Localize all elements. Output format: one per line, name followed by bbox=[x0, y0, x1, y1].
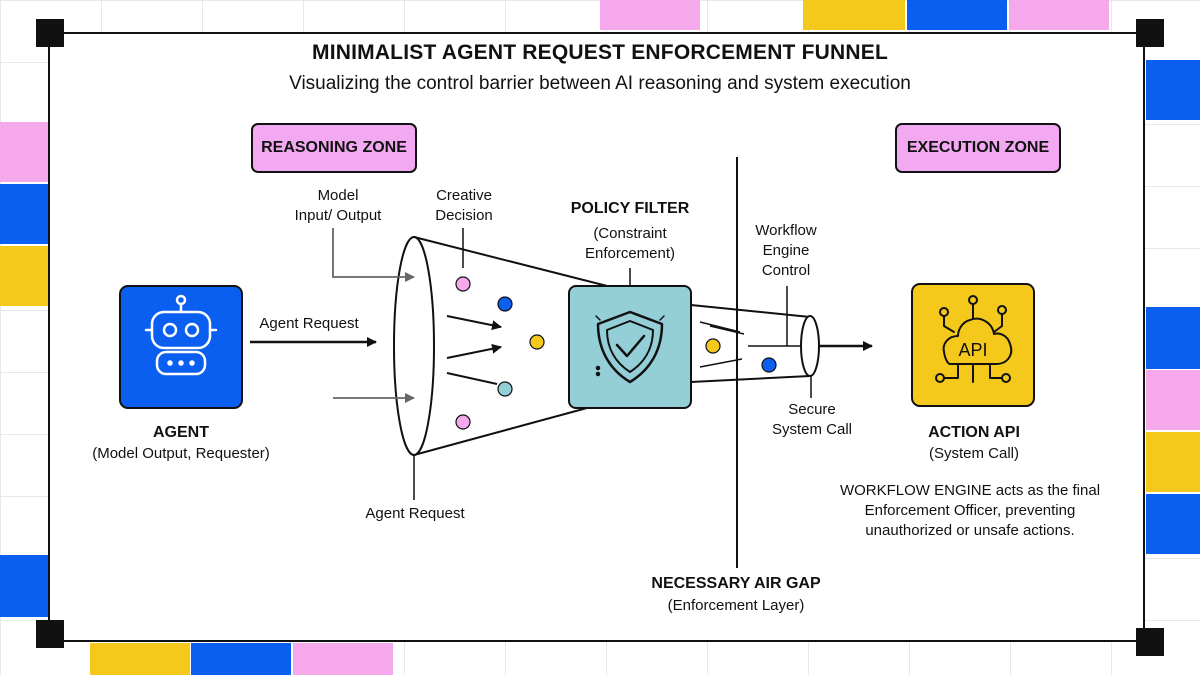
corner-square bbox=[1136, 19, 1164, 47]
page-subtitle: Visualizing the control barrier between … bbox=[289, 73, 911, 94]
bg-tile bbox=[803, 0, 905, 30]
bg-tile bbox=[1009, 0, 1109, 30]
robot-icon bbox=[144, 294, 218, 376]
note-line: unauthorized or unsafe actions. bbox=[865, 522, 1075, 539]
model-io-label: Model Input/ Output bbox=[263, 186, 413, 226]
page-title: MINIMALIST AGENT REQUEST ENFORCEMENT FUN… bbox=[312, 41, 888, 64]
bg-tile bbox=[293, 643, 393, 675]
bg-tile bbox=[0, 122, 48, 182]
bg-tile bbox=[1146, 432, 1200, 492]
action-api-box: API bbox=[911, 283, 1035, 407]
bg-tile bbox=[0, 246, 48, 306]
particle-yellow bbox=[705, 338, 721, 354]
policy-filter-box bbox=[568, 268, 692, 409]
corner-square bbox=[36, 620, 64, 648]
workflow-line: Engine bbox=[762, 242, 810, 259]
agent-subtitle: (Model Output, Requester) bbox=[92, 445, 270, 462]
air-gap-subtitle: (Enforcement Layer) bbox=[667, 597, 805, 614]
model-io-line: Model bbox=[317, 187, 359, 204]
particle-blue bbox=[497, 296, 513, 312]
bg-tile bbox=[90, 643, 190, 675]
bg-tile bbox=[1146, 60, 1200, 120]
interior-arrow bbox=[446, 372, 498, 385]
corner-square bbox=[1136, 628, 1164, 656]
agent-request-bottom-label: Agent Request bbox=[365, 505, 465, 522]
api-icon-text: API bbox=[958, 340, 987, 360]
policy-filter-subtitle-line: (Constraint bbox=[593, 225, 667, 242]
particle-teal bbox=[497, 381, 513, 397]
particle-yellow bbox=[529, 334, 545, 350]
bg-tile bbox=[907, 0, 1007, 30]
air-gap-title: NECESSARY AIR GAP bbox=[651, 575, 821, 592]
secure-line: Secure bbox=[788, 401, 836, 418]
secure-system-call-label: Secure System Call bbox=[752, 400, 872, 440]
bg-tile bbox=[1146, 370, 1200, 430]
model-io-line: Input/ Output bbox=[294, 207, 382, 224]
shield-check-icon bbox=[595, 310, 665, 384]
creative-decision-label: Creative Decision bbox=[404, 186, 524, 226]
reasoning-zone-label: REASONING ZONE bbox=[251, 123, 417, 173]
cloud-api-icon bbox=[935, 295, 1013, 383]
particle-blue bbox=[761, 357, 777, 373]
particle-pink bbox=[455, 414, 471, 430]
exit-tube bbox=[690, 304, 820, 383]
particle-pink bbox=[455, 276, 471, 292]
corner-square bbox=[36, 19, 64, 47]
workflow-engine-note: WORKFLOW ENGINE acts as the final Enforc… bbox=[800, 481, 1140, 541]
interior-arrow bbox=[446, 315, 502, 331]
model-io-arrow bbox=[332, 228, 415, 282]
bg-tile bbox=[0, 184, 48, 244]
workflow-engine-control-label: Workflow Engine Control bbox=[731, 221, 841, 281]
bg-tile bbox=[1146, 494, 1200, 554]
agent-request-label: Agent Request bbox=[259, 315, 359, 332]
policy-filter-subtitle: (Constraint Enforcement) bbox=[540, 224, 720, 264]
interior-arrow bbox=[446, 343, 502, 359]
creative-decision-line: Creative bbox=[436, 187, 492, 204]
bg-tile bbox=[1146, 307, 1200, 369]
secure-line: System Call bbox=[771, 421, 853, 438]
workflow-line: Workflow bbox=[755, 222, 817, 239]
policy-filter-title: POLICY FILTER bbox=[570, 200, 690, 217]
workflow-line: Control bbox=[761, 262, 811, 279]
note-line: WORKFLOW ENGINE acts as the final bbox=[839, 482, 1101, 499]
bg-tile bbox=[600, 0, 700, 30]
policy-filter-subtitle-line: Enforcement) bbox=[584, 245, 676, 262]
bg-tile bbox=[191, 643, 291, 675]
agent-box bbox=[119, 285, 243, 409]
note-line: Enforcement Officer, preventing bbox=[864, 502, 1076, 519]
action-api-subtitle: (System Call) bbox=[928, 445, 1019, 462]
creative-decision-line: Decision bbox=[435, 207, 493, 224]
bg-tile bbox=[0, 555, 48, 617]
execution-zone-label: EXECUTION ZONE bbox=[895, 123, 1061, 173]
agent-title: AGENT bbox=[153, 424, 209, 441]
action-api-title: ACTION API bbox=[928, 424, 1020, 441]
